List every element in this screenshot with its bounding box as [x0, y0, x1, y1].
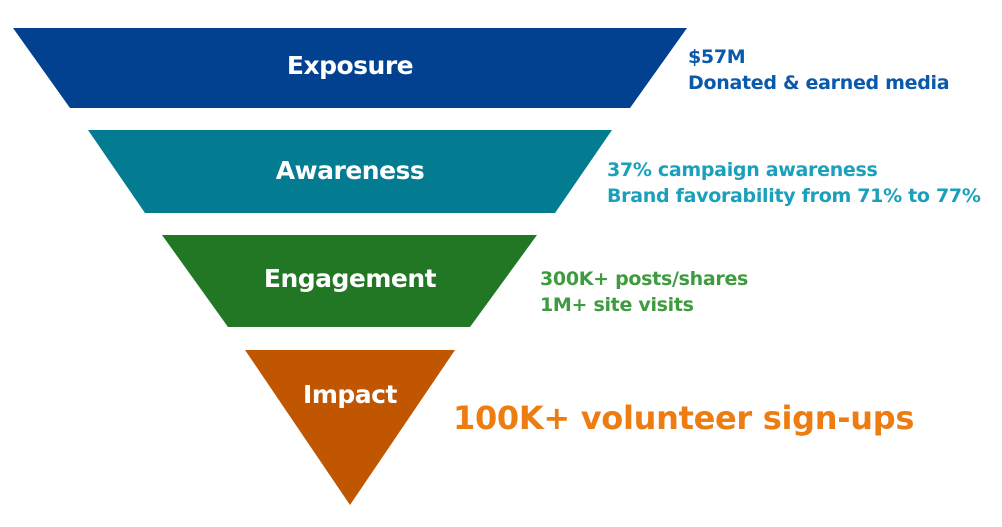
impact-note: 100K+ volunteer sign-ups [453, 399, 915, 437]
funnel-stage-awareness [88, 130, 612, 213]
engagement-note-visits: 1M+ site visits [540, 294, 694, 316]
exposure-note-amount: $57M [688, 46, 746, 68]
funnel-stage-engagement [162, 235, 537, 327]
stage-label-awareness: Awareness [275, 156, 425, 185]
stage-label-engagement: Engagement [263, 264, 437, 293]
engagement-notes: 300K+ posts/shares 1M+ site visits [540, 266, 748, 318]
funnel-stage-exposure [13, 28, 687, 108]
exposure-note-desc: Donated & earned media [688, 72, 950, 94]
stage-label-impact: Impact [303, 380, 397, 409]
exposure-notes: $57M Donated & earned media [688, 44, 950, 96]
funnel-stage-impact [245, 350, 455, 505]
stage-label-exposure: Exposure [286, 51, 414, 80]
awareness-note-campaign: 37% campaign awareness [607, 159, 878, 181]
awareness-note-favorability: Brand favorability from 71% to 77% [607, 185, 981, 207]
engagement-note-posts: 300K+ posts/shares [540, 268, 749, 290]
awareness-notes: 37% campaign awareness Brand favorabilit… [607, 157, 981, 209]
